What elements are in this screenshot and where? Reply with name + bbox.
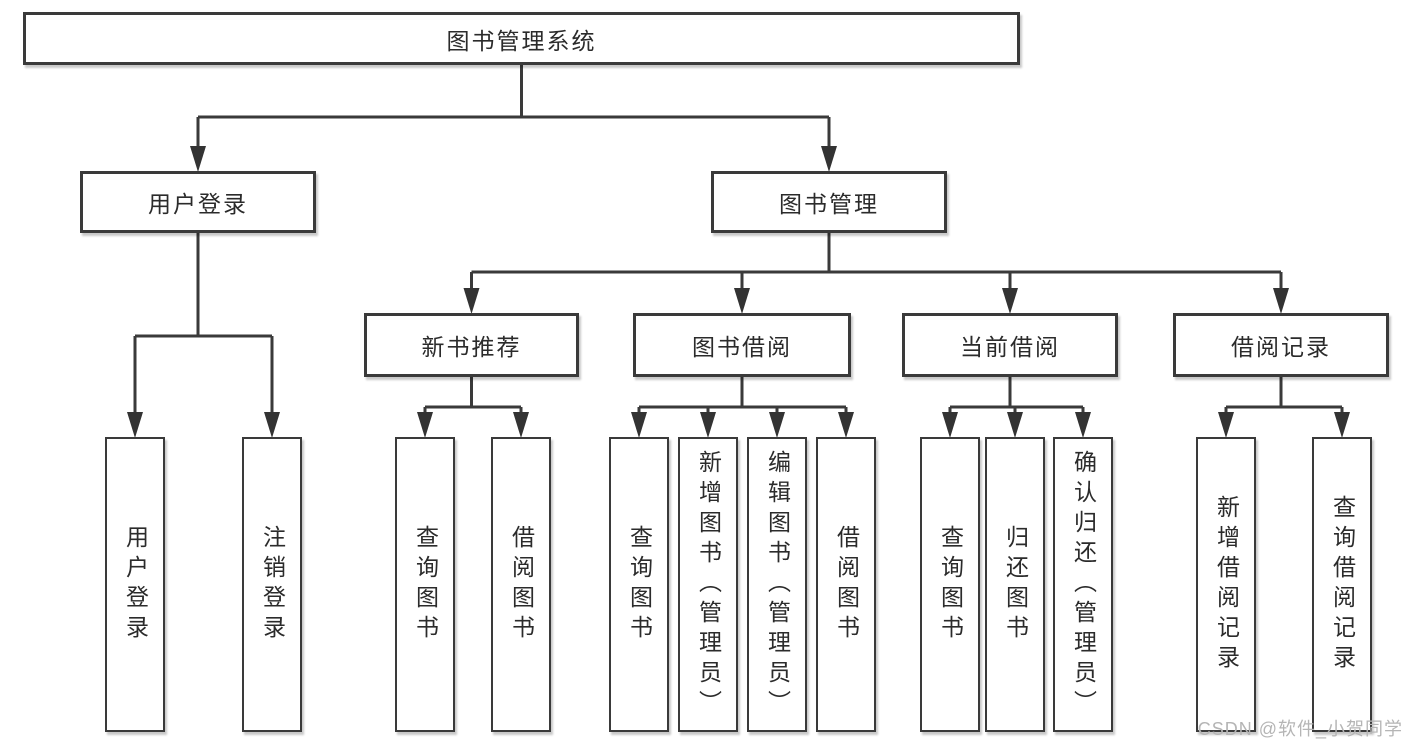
leaf-borrow-book-recommend: 借阅图书 xyxy=(491,437,551,732)
node-root-system: 图书管理系统 xyxy=(23,12,1020,65)
leaf-label: 确认归还（管理员） xyxy=(1070,449,1097,720)
connector-borrow-records-children xyxy=(1224,377,1344,420)
arrowhead xyxy=(513,412,529,438)
leaf-add-book-admin: 新增图书（管理员） xyxy=(678,437,738,732)
node-borrow-records: 借阅记录 xyxy=(1173,313,1389,377)
leaf-query-borrow-record: 查询借阅记录 xyxy=(1312,437,1372,732)
leaf-return-book: 归还图书 xyxy=(985,437,1045,732)
arrowhead xyxy=(769,412,785,438)
leaf-label: 查询借阅记录 xyxy=(1329,494,1356,675)
leaf-label: 编辑图书（管理员） xyxy=(764,449,791,720)
node-label: 用户登录 xyxy=(148,191,248,217)
arrowhead xyxy=(734,288,750,314)
arrowhead xyxy=(700,412,716,438)
leaf-label: 注销登录 xyxy=(259,524,286,645)
leaf-label: 归还图书 xyxy=(1002,524,1029,645)
node-user-login: 用户登录 xyxy=(80,171,316,233)
arrowhead xyxy=(190,146,206,172)
arrowhead xyxy=(417,412,433,438)
leaf-label: 借阅图书 xyxy=(508,524,535,645)
arrowhead xyxy=(1334,412,1350,438)
node-new-book-recommend: 新书推荐 xyxy=(364,313,579,377)
leaf-label: 用户登录 xyxy=(122,524,149,645)
leaf-add-borrow-record: 新增借阅记录 xyxy=(1196,437,1256,732)
leaf-query-book-borrow: 查询图书 xyxy=(609,437,669,732)
node-book-management: 图书管理 xyxy=(711,171,947,233)
arrowhead xyxy=(127,412,143,438)
arrowhead xyxy=(463,288,480,314)
node-label: 图书管理 xyxy=(779,191,879,217)
arrowhead xyxy=(631,412,647,438)
leaf-confirm-return-admin: 确认归还（管理员） xyxy=(1053,437,1113,732)
arrowhead xyxy=(1218,412,1234,438)
leaf-label: 借阅图书 xyxy=(833,524,860,645)
node-label: 借阅记录 xyxy=(1231,334,1331,360)
arrowhead xyxy=(1075,412,1091,438)
leaf-edit-book-admin: 编辑图书（管理员） xyxy=(747,437,807,732)
arrowhead xyxy=(264,412,280,438)
leaf-query-book-recommend: 查询图书 xyxy=(395,437,455,732)
connector-user-login-children xyxy=(133,233,274,418)
node-book-borrow: 图书借阅 xyxy=(633,313,851,377)
arrowhead xyxy=(1002,288,1018,314)
leaf-user-login: 用户登录 xyxy=(105,437,165,732)
node-label: 图书借阅 xyxy=(692,334,792,360)
leaf-label: 查询图书 xyxy=(626,524,653,645)
connector-book-borrow-children xyxy=(637,377,848,420)
leaf-label: 新增图书（管理员） xyxy=(695,449,722,720)
arrowhead xyxy=(942,412,958,438)
connector-new-book-children xyxy=(423,377,523,420)
arrowhead xyxy=(821,146,837,172)
leaf-label: 查询图书 xyxy=(412,524,439,645)
leaf-logout: 注销登录 xyxy=(242,437,302,732)
node-label: 新书推荐 xyxy=(421,334,522,360)
leaf-borrow-book: 借阅图书 xyxy=(816,437,876,732)
csdn-watermark: CSDN @软件_小贺同学 xyxy=(1197,719,1403,739)
arrowhead xyxy=(1007,412,1023,438)
leaf-label: 查询图书 xyxy=(937,524,964,645)
connector-root-to-level2 xyxy=(196,64,831,150)
leaf-query-book-current: 查询图书 xyxy=(920,437,980,732)
connector-book-management-children xyxy=(470,233,1283,294)
node-label: 图书管理系统 xyxy=(446,27,597,54)
arrowhead xyxy=(838,412,854,438)
node-label: 当前借阅 xyxy=(960,334,1060,360)
node-current-borrow: 当前借阅 xyxy=(902,313,1118,377)
leaf-label: 新增借阅记录 xyxy=(1213,494,1240,675)
arrowhead xyxy=(1273,288,1289,314)
